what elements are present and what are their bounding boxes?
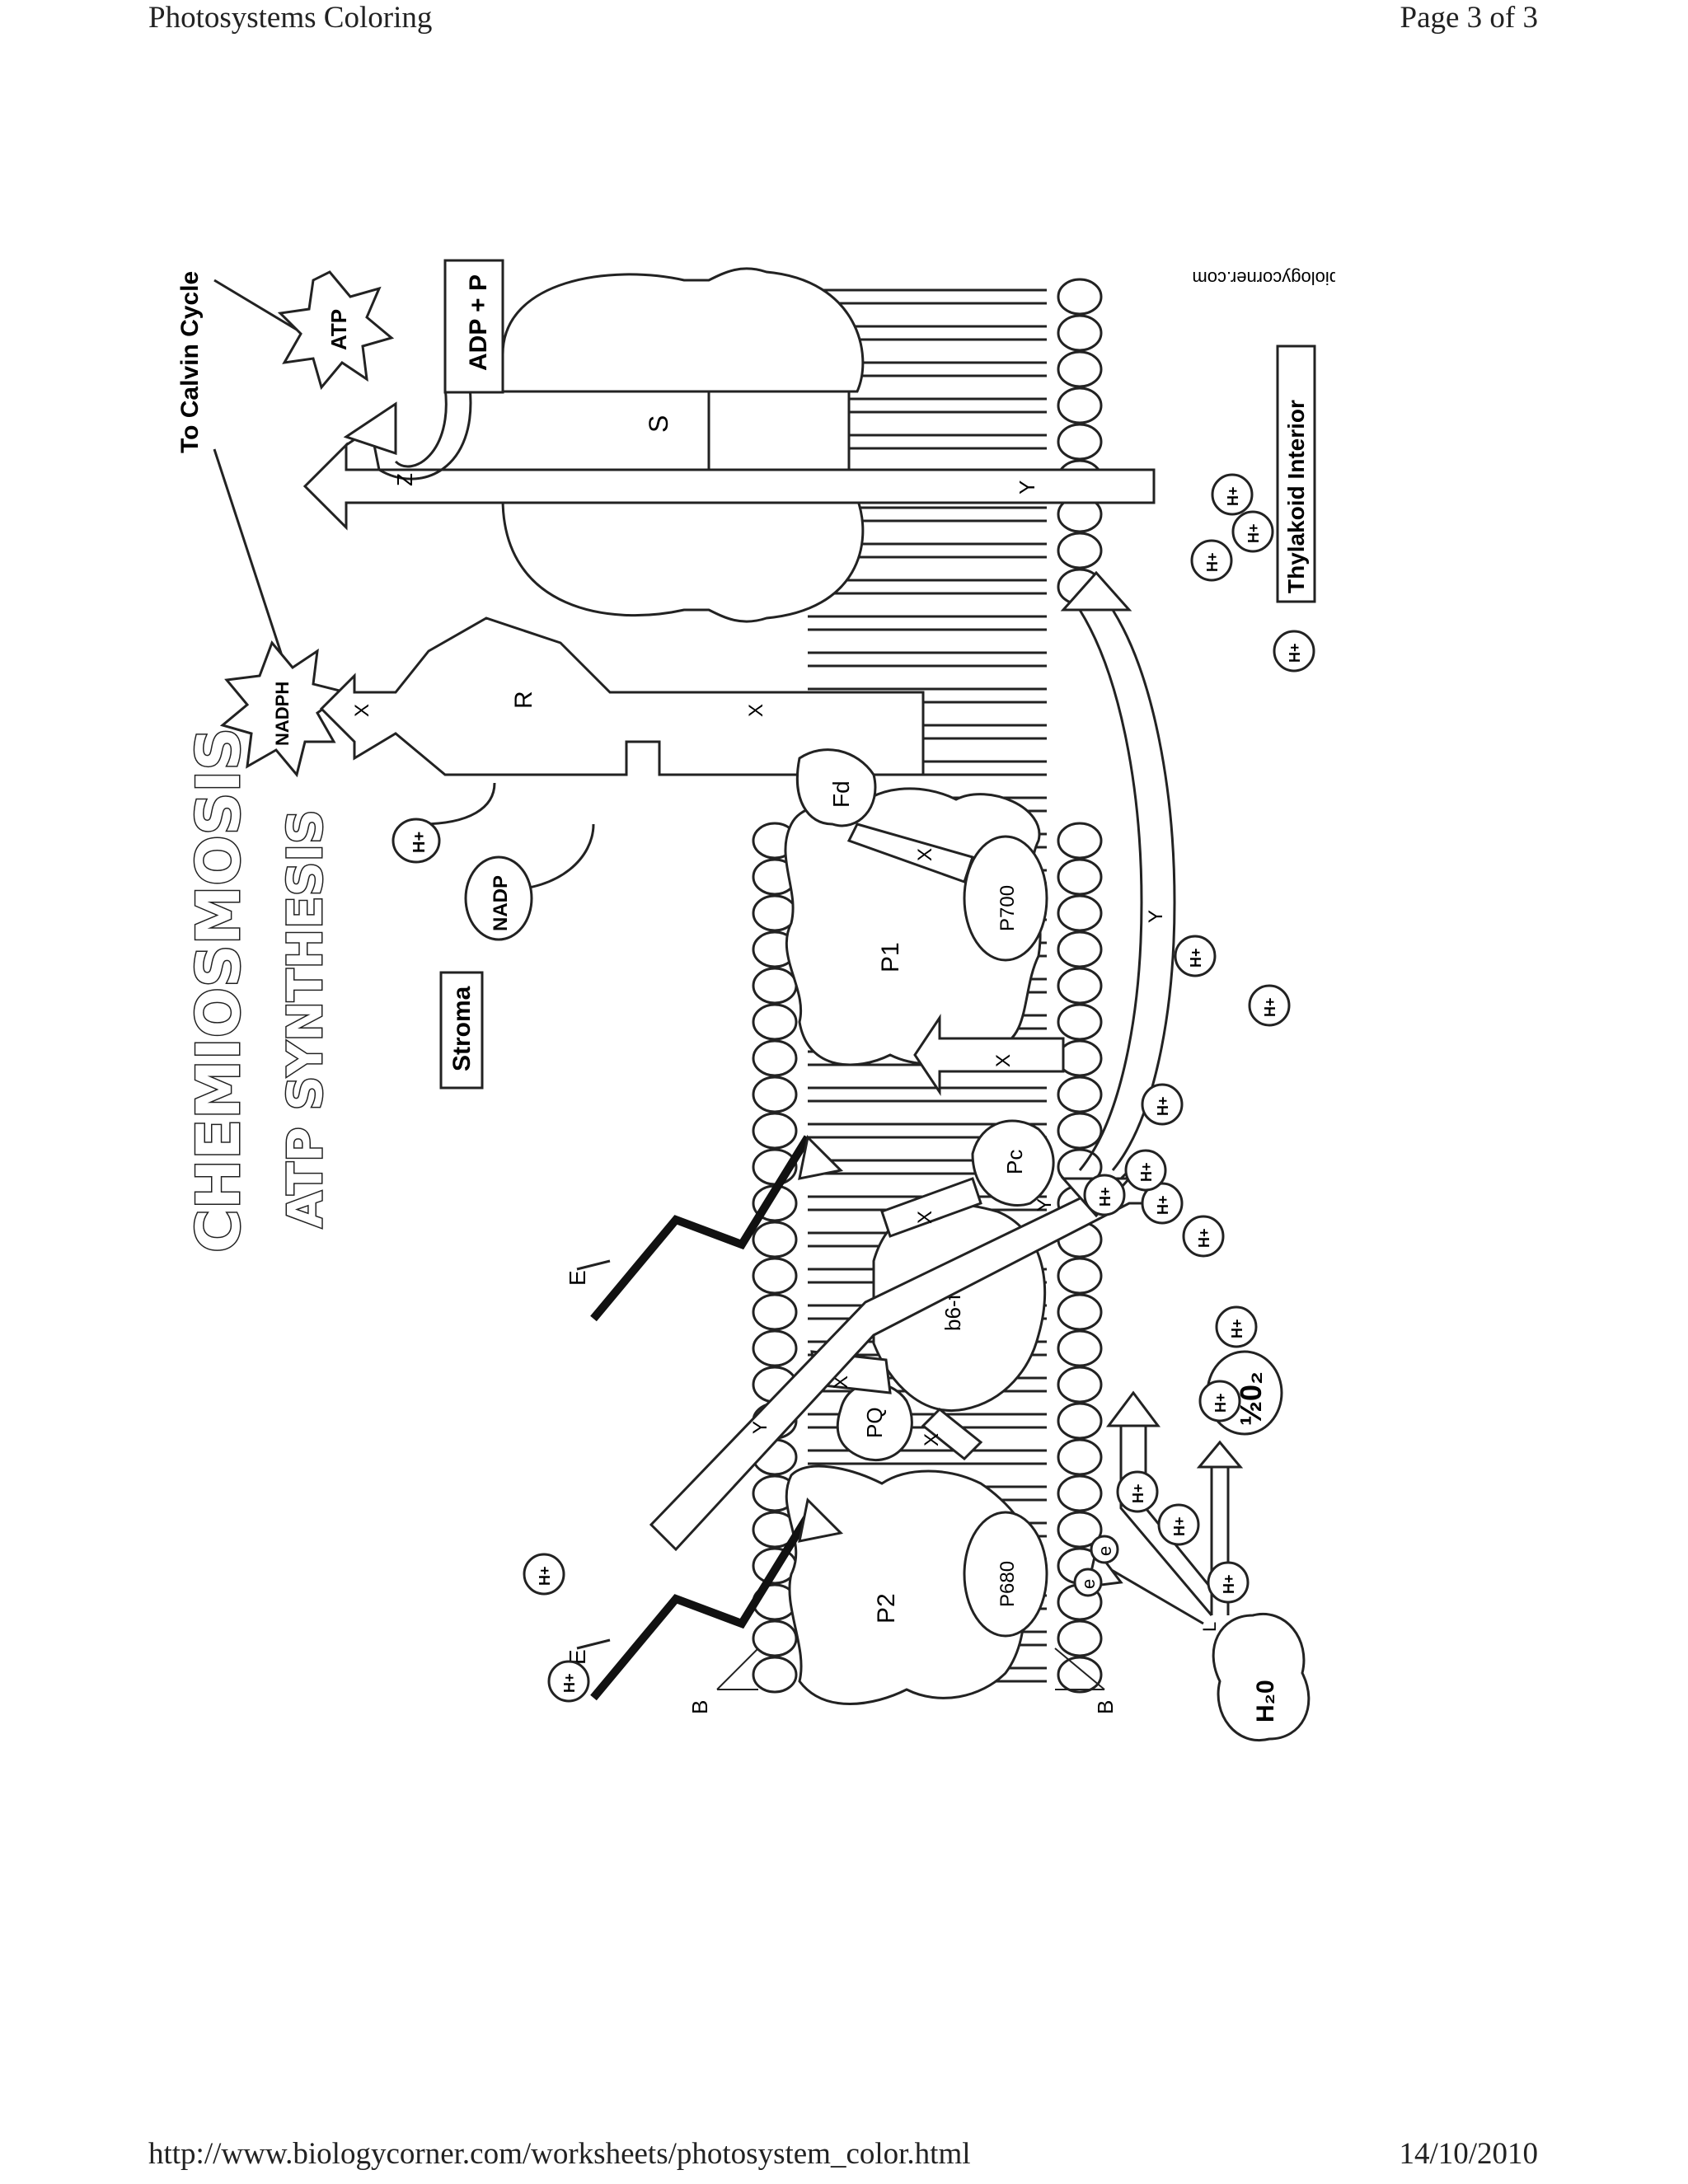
svg-text:H+: H+: [1221, 1574, 1237, 1594]
label-stroma: Stroma: [448, 986, 476, 1071]
label-p700: P700: [996, 885, 1019, 931]
h-ion-5: H+: [1174, 935, 1217, 977]
label-e-light-2: E: [565, 1270, 590, 1286]
label-y-synthase: Y: [1015, 480, 1039, 494]
label-e-electron-2: e: [1095, 1546, 1115, 1556]
h-ion-9: H+: [1083, 1174, 1126, 1216]
svg-text:H+: H+: [1155, 1096, 1171, 1116]
label-x-pq2: X: [830, 1376, 852, 1389]
label-l: L: [1199, 1622, 1220, 1632]
page-header-title: Photosystems Coloring: [148, 1, 433, 35]
label-adp: ADP + P: [465, 274, 492, 371]
label-h2o: H₂0: [1252, 1680, 1279, 1722]
svg-text:H+: H+: [1196, 1228, 1212, 1248]
svg-text:H+: H+: [1212, 1393, 1229, 1413]
atp-synthase: [501, 267, 865, 623]
h-ion-15: H+: [1198, 1380, 1241, 1422]
label-r: R: [510, 691, 537, 709]
label-b-2: B: [1093, 1700, 1118, 1714]
label-z: Z: [392, 473, 417, 486]
svg-text:H+: H+: [1229, 1319, 1245, 1338]
plastocyanin: [971, 1119, 1055, 1207]
label-thylakoid-interior: Thylakoid Interior: [1283, 400, 1309, 593]
h-ion-16: H+: [523, 1553, 565, 1596]
label-pq: PQ: [862, 1407, 887, 1438]
water-molecule: [1212, 1613, 1311, 1741]
h-ion-10: H+: [1182, 1215, 1225, 1258]
source-url: http://www.biologycorner.com/worksheets/…: [148, 2137, 971, 2171]
label-nadph: NADPH: [272, 682, 293, 746]
label-x-b6f: X: [914, 1211, 936, 1224]
chemiosmosis-diagram: CHEMIOSMOSIS ATP SYNTHESIS S Y Z ADP + P…: [148, 247, 1339, 1747]
svg-text:H+: H+: [1225, 486, 1241, 506]
p680: [963, 1511, 1048, 1638]
h-ion-2: H+: [1231, 510, 1274, 553]
h-ion-12: H+: [1116, 1470, 1159, 1513]
svg-text:H+: H+: [1204, 552, 1221, 572]
label-atp: ATP: [326, 309, 351, 350]
label-to-calvin: To Calvin Cycle: [176, 271, 204, 453]
diagram-title: CHEMIOSMOSIS: [184, 728, 253, 1253]
page-number: Page 3 of 3: [1400, 1, 1539, 35]
credit-text: biologycorner.com: [1192, 268, 1335, 288]
label-b-1: B: [687, 1700, 712, 1714]
label-p680: P680: [996, 1561, 1019, 1607]
adp-box: [443, 259, 504, 394]
svg-text:H+: H+: [1171, 1516, 1188, 1536]
diagram-canvas: CHEMIOSMOSIS ATP SYNTHESIS S Y Z ADP + P…: [176, 259, 1339, 1741]
h-ion-11: H+: [1215, 1305, 1258, 1348]
h-ion-13: H+: [1157, 1503, 1200, 1546]
svg-text:H+: H+: [1188, 948, 1204, 968]
svg-text:H+: H+: [1245, 523, 1262, 543]
svg-text:H+: H+: [1097, 1187, 1114, 1207]
label-fd: Fd: [828, 780, 854, 808]
label-pc: Pc: [1002, 1150, 1027, 1174]
nadp-reductase: [319, 616, 925, 776]
nadph-star: [219, 640, 349, 778]
h-ion-6: H+: [1141, 1083, 1184, 1126]
h-ion-7: H+: [1141, 1182, 1184, 1225]
label-p1: P1: [877, 942, 904, 972]
h-ion-1: H+: [1190, 539, 1233, 582]
label-x-pq: X: [921, 1433, 943, 1446]
label-y-b6f: Y: [749, 1421, 771, 1434]
ferredoxin: [795, 748, 877, 827]
stroma-box: [439, 971, 484, 1090]
label-y-b6f2: Y: [1034, 1198, 1056, 1212]
hydrogen-ions: H+H+H+H+H+H+H+H+H+H+H+H+H+H+H+H+H+H+: [523, 473, 1315, 1703]
svg-text:H+: H+: [1262, 997, 1278, 1017]
svg-text:H+: H+: [1155, 1195, 1171, 1215]
label-s: S: [644, 415, 673, 433]
p700: [963, 835, 1048, 962]
label-x-r: X: [745, 704, 767, 717]
label-y-interior: Y: [1145, 910, 1167, 923]
svg-text:H+: H+: [1287, 643, 1303, 663]
h-ion-8: H+: [1124, 1149, 1167, 1192]
diagram-subtitle: ATP SYNTHESIS: [277, 809, 333, 1228]
h-ion-14: H+: [1207, 1561, 1250, 1604]
label-nadp: NADP: [490, 875, 512, 931]
label-p2: P2: [873, 1593, 900, 1624]
svg-text:H+: H+: [1138, 1162, 1155, 1182]
h-ion-3: H+: [1273, 630, 1315, 673]
label-h-1: H+: [410, 832, 429, 853]
print-date: 14/10/2010: [1399, 2137, 1538, 2171]
svg-text:H+: H+: [1130, 1483, 1146, 1503]
h-ion-17: H+: [547, 1660, 590, 1703]
h-ion-0: H+: [1211, 473, 1254, 516]
label-e-electron-1: e: [1078, 1579, 1099, 1589]
h-ion-4: H+: [1248, 984, 1291, 1027]
thylakoid-interior-box: [1276, 344, 1316, 603]
proton-flow-arrow: [302, 442, 1156, 531]
photosystem-2: [785, 1465, 1033, 1705]
label-x-pc: X: [992, 1054, 1015, 1067]
label-x-fd: X: [914, 848, 936, 861]
atp-star: [277, 270, 395, 391]
svg-text:H+: H+: [537, 1566, 553, 1586]
h-ion: [392, 818, 441, 864]
nadp-circle: [464, 855, 533, 941]
label-x-nadph: X: [351, 704, 373, 717]
svg-text:H+: H+: [561, 1673, 578, 1693]
